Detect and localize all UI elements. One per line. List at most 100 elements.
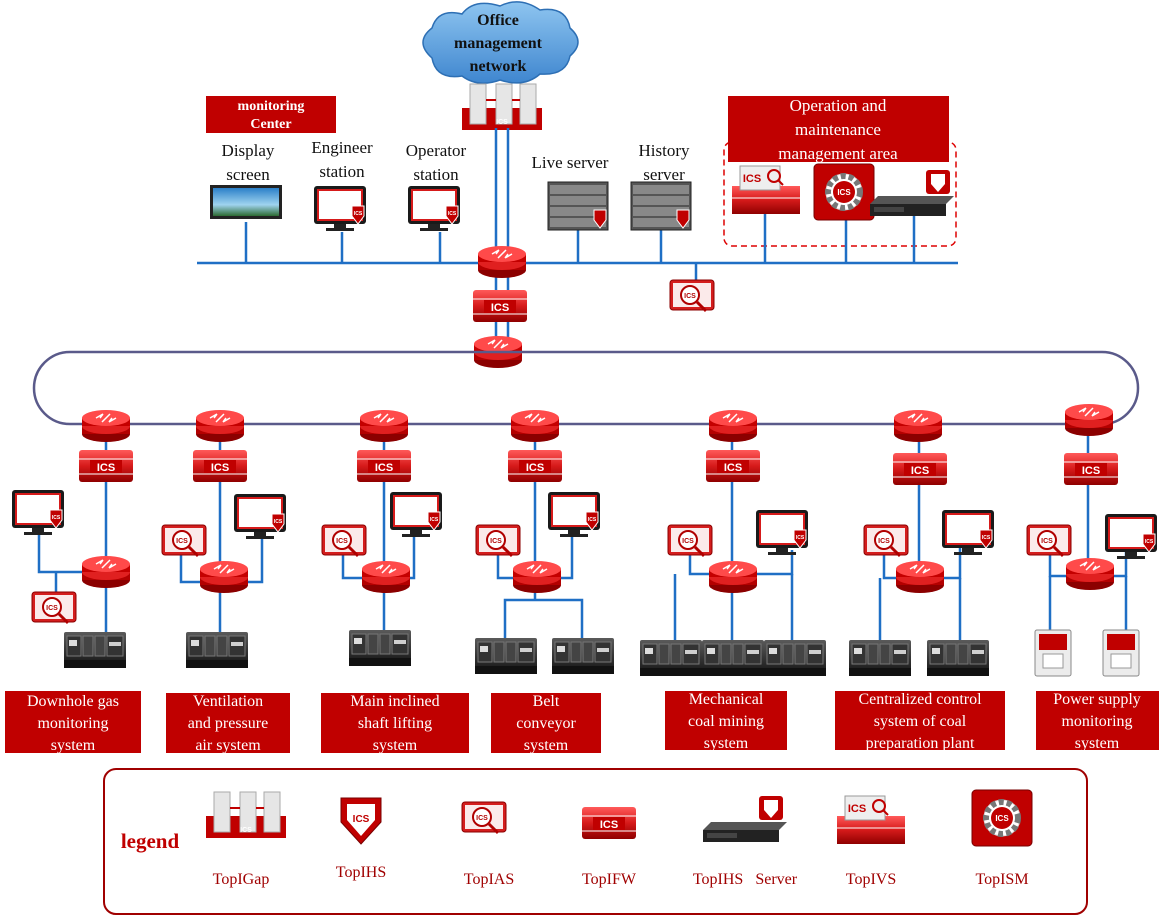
legend: legend TopIGap TopIHS TopIAS TopIFW TopI… <box>103 768 1088 915</box>
branch7-firewall <box>1063 452 1119 486</box>
svg-text:system: system <box>1075 735 1120 752</box>
svg-text:Ventilation: Ventilation <box>193 693 263 710</box>
legend-label-topihs-server: TopIHS Server <box>693 871 798 888</box>
branch7-cabinet-2 <box>1102 629 1140 677</box>
core-firewall <box>472 289 528 323</box>
subsystem-label-3: Main inclined shaft lifting system <box>321 693 469 754</box>
svg-text:maintenance: maintenance <box>795 120 881 139</box>
subsystem-label-1: Downhole gas monitoring system <box>5 691 141 754</box>
legend-audit-icon <box>460 800 508 835</box>
svg-text:management: management <box>454 35 543 52</box>
legend-firewall-icon <box>581 806 637 840</box>
branch2-audit <box>160 523 208 558</box>
legend-label-topihs: TopIHS <box>336 864 386 881</box>
subsystem-label-4: Belt conveyor system <box>491 693 601 754</box>
branch5-plc-1 <box>639 639 703 677</box>
branch4-router <box>510 409 560 443</box>
branch4-station <box>547 491 601 538</box>
branch6-plc-2 <box>926 639 990 677</box>
branch1-router <box>81 409 131 443</box>
om-ihs-server <box>870 170 954 216</box>
om-ivs-device <box>731 165 801 215</box>
branch3-switch <box>361 560 411 594</box>
svg-text:Power supply: Power supply <box>1053 691 1141 708</box>
legend-label-topifw: TopIFW <box>582 871 637 888</box>
branch6-plc-1 <box>848 639 912 677</box>
svg-text:system: system <box>524 737 569 754</box>
branch6-switch <box>895 560 945 594</box>
branch1-firewall <box>78 449 134 483</box>
svg-text:screen: screen <box>226 165 270 184</box>
core-audit-device <box>668 278 716 313</box>
history-server <box>630 181 692 231</box>
branch7-audit <box>1025 523 1073 558</box>
svg-text:management area: management area <box>778 144 898 163</box>
branch5-audit <box>666 523 714 558</box>
legend-label-topism: TopISM <box>975 871 1028 888</box>
svg-text:Center: Center <box>250 117 291 132</box>
svg-text:Downhole gas: Downhole gas <box>27 693 119 710</box>
svg-text:system of coal: system of coal <box>874 713 967 730</box>
topigap-device <box>461 83 543 131</box>
live-server <box>547 181 609 231</box>
history-server-label: History <box>639 141 691 160</box>
branch5-plc-3 <box>763 639 827 677</box>
branch3-audit <box>320 523 368 558</box>
branch1-plc <box>63 631 127 669</box>
svg-text:Main inclined: Main inclined <box>350 693 439 710</box>
legend-ism-icon <box>972 790 1032 846</box>
branch6-audit <box>862 523 910 558</box>
legend-title: legend <box>121 829 180 853</box>
svg-text:station: station <box>319 162 365 181</box>
display-screen <box>210 185 282 219</box>
om-ism-device <box>814 164 874 220</box>
svg-text:server: server <box>643 165 685 184</box>
branch2-firewall <box>192 449 248 483</box>
svg-text:system: system <box>51 737 96 754</box>
engineer-station <box>313 185 367 232</box>
branch3-plc <box>348 629 412 667</box>
operator-station <box>407 185 461 232</box>
branch1-station <box>11 489 65 536</box>
subsystem-label-5: Mechanical coal mining system <box>665 691 787 752</box>
office-network-cloud: Office management network <box>422 1 579 84</box>
branch7-switch <box>1065 557 1115 591</box>
branch4-switch <box>512 560 562 594</box>
branch1-switch <box>81 555 131 589</box>
svg-text:monitoring: monitoring <box>238 99 305 114</box>
om-area-title: Operation and maintenance management are… <box>728 96 949 163</box>
svg-text:Belt: Belt <box>533 693 560 710</box>
svg-text:conveyor: conveyor <box>516 715 576 732</box>
operator-station-label: Operator <box>406 141 467 160</box>
branch5-router <box>708 409 758 443</box>
branch7-router <box>1064 403 1114 437</box>
subsystem-label-2: Ventilation and pressure air system <box>166 693 290 754</box>
branch5-plc-2 <box>701 639 765 677</box>
core-router <box>477 245 527 279</box>
branch6-station <box>941 509 995 556</box>
branch3-firewall <box>356 449 412 483</box>
branch5-switch <box>708 560 758 594</box>
svg-text:shaft lifting: shaft lifting <box>358 715 432 732</box>
live-server-label: Live server <box>532 153 609 172</box>
engineer-station-label: Engineer <box>311 138 373 157</box>
branch2-switch <box>199 560 249 594</box>
svg-text:air system: air system <box>195 737 261 754</box>
branch7-station <box>1104 513 1158 560</box>
branch7-cabinet-1 <box>1034 629 1072 677</box>
om-area-border <box>723 141 957 247</box>
display-screen-label: Display <box>222 141 275 160</box>
svg-text:monitoring: monitoring <box>1061 713 1132 730</box>
svg-text:coal mining: coal mining <box>688 713 764 730</box>
subsystem-label-6: Centralized control system of coal prepa… <box>835 691 1005 752</box>
svg-text:station: station <box>413 165 459 184</box>
svg-text:and pressure: and pressure <box>188 715 268 732</box>
legend-label-topivs: TopIVS <box>846 871 896 888</box>
monitoring-center-title: monitoring Center <box>206 96 336 133</box>
ring-network <box>32 350 1140 426</box>
branch4-plc-2 <box>551 637 615 675</box>
svg-text:Operation and: Operation and <box>790 96 887 115</box>
branch3-station <box>389 491 443 538</box>
legend-label-topias: TopIAS <box>464 871 514 888</box>
svg-text:system: system <box>704 735 749 752</box>
